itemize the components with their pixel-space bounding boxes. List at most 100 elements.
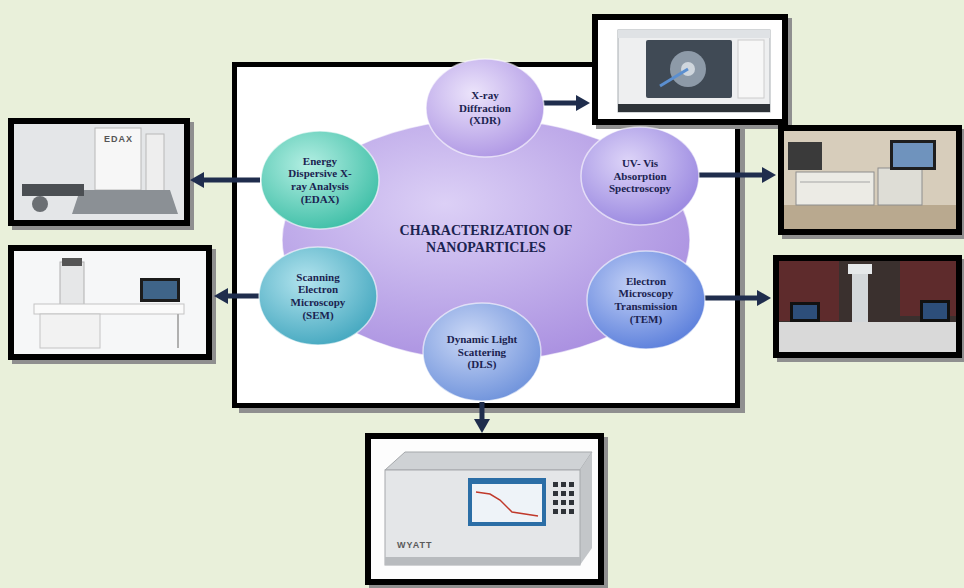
- desk: [34, 304, 184, 314]
- photo-ground: [773, 255, 962, 358]
- sem-instrument-photo: [8, 245, 216, 364]
- monitor: [920, 300, 950, 322]
- desk-leg: [177, 314, 179, 348]
- column-top: [848, 264, 872, 274]
- instrument-photo-frame: EDAX: [8, 118, 190, 226]
- microscope-column: [60, 262, 84, 306]
- tem-instrument-photo: [773, 255, 964, 362]
- knob: [32, 196, 48, 212]
- ellipse-outline: [261, 131, 379, 229]
- monitor-screen: [143, 281, 177, 299]
- ellipse-outline: [259, 247, 377, 345]
- instrument-base: [385, 557, 580, 565]
- lid-line: [800, 182, 870, 183]
- keypad: [553, 482, 574, 514]
- instrument-brand-label: WYATT: [395, 540, 435, 550]
- arrow-head: [214, 288, 228, 304]
- arrow-head: [474, 419, 490, 433]
- edax-instrument-photo: [8, 118, 194, 230]
- photo-shadow: [369, 437, 608, 588]
- lab-bench: [784, 205, 956, 229]
- detector-column: [95, 128, 141, 190]
- central-title: CHARACTERIZATION OF NANOPARTICLES: [355, 223, 617, 257]
- technique-name: Electron Microscopy Transmission (TEM): [608, 275, 684, 326]
- technique-name: Energy Dispersive X-ray Analysis (EDAX): [282, 155, 358, 206]
- side-column: [146, 134, 164, 192]
- spectrometer: [796, 172, 874, 205]
- monitor: [140, 278, 180, 302]
- node-text-block: Dynamic Light Scattering (DLS): [444, 333, 520, 371]
- connector-line: [479, 402, 484, 419]
- instrument-top: [385, 452, 592, 470]
- side-panel: [738, 40, 764, 98]
- cabinet-base: [618, 104, 770, 112]
- photo-frame: [781, 128, 959, 232]
- screen-bezel: [468, 478, 546, 526]
- instrument-brand-label: EDAX: [102, 134, 135, 144]
- instrument-side: [580, 452, 592, 565]
- technique-circle: Electron Microscopy Transmission (TEM): [586, 250, 706, 350]
- node-text-block: CHARACTERIZATION OF NANOPARTICLES: [355, 223, 617, 257]
- arrow-line: [698, 173, 762, 178]
- instrument-photo-frame: WYATT: [365, 433, 604, 585]
- technique-circle: X-ray Diffraction (XDR): [425, 58, 545, 158]
- arrow-head: [190, 172, 204, 188]
- technique-name: Dynamic Light Scattering (DLS): [444, 333, 520, 371]
- arrow-line: [228, 294, 262, 299]
- arrow-head: [576, 95, 590, 111]
- monitor: [790, 302, 820, 322]
- arrow-line: [704, 296, 757, 301]
- technique-name: X-ray Diffraction (XDR): [447, 89, 523, 127]
- technique-name: Scanning Electron Microscopy (SEM): [280, 271, 356, 322]
- technique-circle: Dynamic Light Scattering (DLS): [422, 302, 542, 402]
- photo-frame: [595, 17, 785, 122]
- uv-vis-instrument-photo: [778, 125, 964, 239]
- monitor-screen: [923, 303, 947, 319]
- node-text-block: UV- Vis Absorption Spectroscopy: [602, 157, 678, 195]
- technique-circle: Energy Dispersive X-ray Analysis (EDAX): [260, 130, 380, 230]
- dark-unit: [788, 142, 822, 170]
- instrument-cabinet: [618, 30, 770, 112]
- photo-ground: [8, 118, 190, 226]
- monitor: [890, 140, 936, 170]
- technique-circle: UV- Vis Absorption Spectroscopy: [580, 126, 700, 226]
- connector-line: [204, 178, 260, 183]
- curtain: [779, 261, 839, 321]
- node-text-block: Energy Dispersive X-ray Analysis (EDAX): [282, 155, 358, 206]
- cabinet-window: [646, 40, 732, 98]
- microscope-column: [852, 268, 868, 324]
- arrow-line: [540, 101, 576, 106]
- detector-arm: [660, 69, 688, 86]
- instrument-front: [385, 470, 580, 565]
- monitor-screen: [793, 305, 817, 319]
- ellipse-outline: [587, 251, 705, 349]
- photo-ground: [778, 125, 962, 235]
- dls-instrument-photo: [365, 433, 608, 588]
- node-text-block: Scanning Electron Microscopy (SEM): [280, 271, 356, 322]
- node-text-block: Electron Microscopy Transmission (TEM): [608, 275, 684, 326]
- ellipse-outline: [581, 127, 699, 225]
- photo-shadow: [596, 18, 792, 129]
- screen-curve: [476, 492, 538, 516]
- screen: [472, 484, 542, 522]
- photo-ground: [592, 14, 788, 125]
- xrd-instrument-photo: [592, 14, 792, 129]
- connector-arrow: [190, 172, 260, 188]
- column-top: [62, 258, 82, 266]
- photo-frame: [776, 258, 959, 355]
- stage-base: [72, 190, 178, 214]
- photo-ground: [8, 245, 212, 360]
- computer-unit: [878, 168, 922, 205]
- arrow-head: [762, 167, 776, 183]
- arm: [22, 184, 84, 196]
- technique-circle: Scanning Electron Microscopy (SEM): [258, 246, 378, 346]
- connector-arrow: [474, 402, 490, 433]
- node-text-block: X-ray Diffraction (XDR): [447, 89, 523, 127]
- ellipse-outline: [426, 59, 544, 157]
- photo-ground: [365, 433, 604, 585]
- monitor-screen: [893, 143, 933, 167]
- technique-name: UV- Vis Absorption Spectroscopy: [602, 157, 678, 195]
- ellipse-outline: [423, 303, 541, 401]
- cabinet-top: [618, 30, 770, 38]
